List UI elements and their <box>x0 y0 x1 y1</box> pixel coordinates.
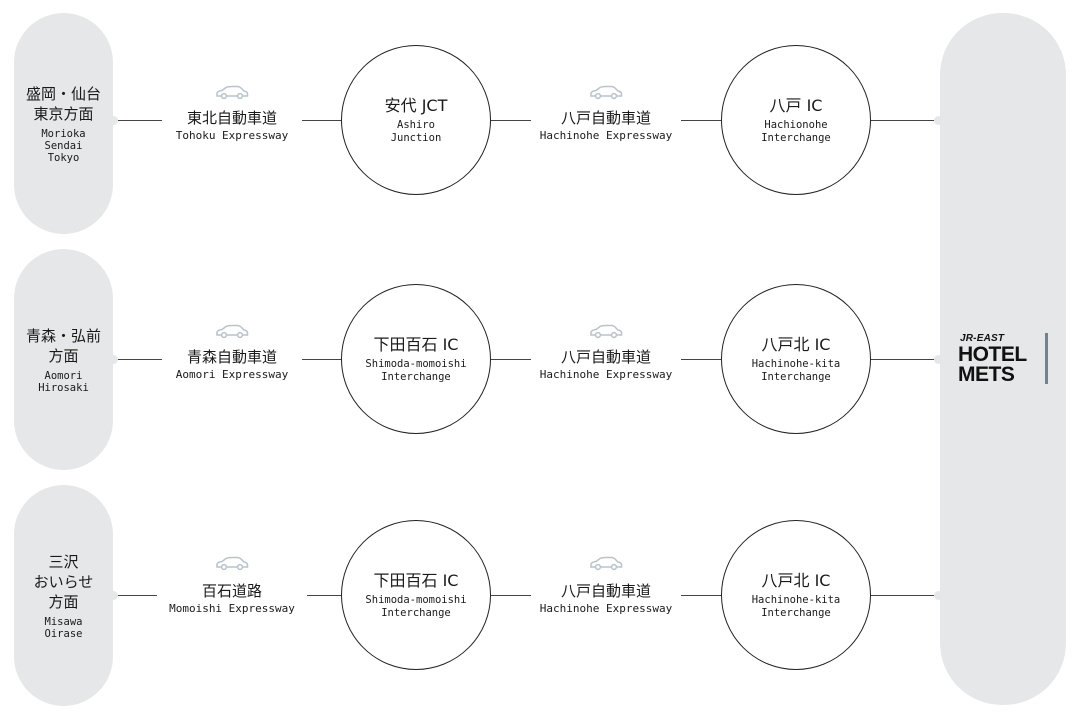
node-name-en: Shimoda-momoishi Interchange <box>365 593 467 619</box>
logo-line-hotel: HOTEL <box>958 343 1027 366</box>
road-name-en: Hachinohe Expressway <box>539 129 673 142</box>
node-name-en: Shimoda-momoishi Interchange <box>365 357 467 383</box>
origin-label-en: Aomori Hirosaki <box>38 369 89 394</box>
connector-dot <box>934 355 943 364</box>
interchange-node: 八戸北 IC Hachinohe-kita Interchange <box>721 520 871 670</box>
origin-label-jp: 青森・弘前 方面 <box>25 326 101 365</box>
interchange-node: 八戸 IC Hachionohe Interchange <box>721 45 871 195</box>
interchange-node: 八戸北 IC Hachinohe-kita Interchange <box>721 284 871 434</box>
road-name-jp: 青森自動車道 <box>186 348 277 366</box>
interchange-node: 下田百石 IC Shimoda-momoishi Interchange <box>341 284 491 434</box>
connector-dot <box>109 355 118 364</box>
hotel-logo: JR-EAST HOTEL METS <box>958 333 1053 387</box>
car-icon <box>590 556 623 571</box>
road-label: 八戸自動車道 Hachinohe Expressway <box>531 582 681 615</box>
car-icon <box>590 85 623 100</box>
car-icon <box>216 556 249 571</box>
car-icon <box>216 324 249 339</box>
origin-label-en: Morioka Sendai Tokyo <box>41 127 86 164</box>
interchange-node: 安代 JCT Ashiro Junction <box>341 45 491 195</box>
node-name-en: Hachionohe Interchange <box>761 118 831 144</box>
origin-label-en: Misawa Oirase <box>44 615 83 640</box>
route-line <box>113 595 940 596</box>
road-name-en: Momoishi Expressway <box>169 602 295 615</box>
road-name-en: Tohoku Expressway <box>175 129 289 142</box>
road-label: 八戸自動車道 Hachinohe Expressway <box>531 348 681 381</box>
connector-dot <box>109 116 118 125</box>
node-name-jp: 下田百石 IC <box>373 570 459 590</box>
node-name-jp: 八戸 IC <box>769 95 823 115</box>
road-label: 百石道路 Momoishi Expressway <box>157 582 307 615</box>
interchange-node: 下田百石 IC Shimoda-momoishi Interchange <box>341 520 491 670</box>
road-label: 青森自動車道 Aomori Expressway <box>162 348 302 381</box>
logo-accent-bar <box>1045 333 1048 384</box>
node-name-jp: 八戸北 IC <box>761 334 831 354</box>
car-icon <box>216 85 249 100</box>
node-name-en: Hachinohe-kita Interchange <box>751 593 841 619</box>
node-name-jp: 下田百石 IC <box>373 334 459 354</box>
route-line <box>113 120 940 121</box>
node-name-jp: 八戸北 IC <box>761 570 831 590</box>
road-label: 八戸自動車道 Hachinohe Expressway <box>531 109 681 142</box>
connector-dot <box>934 591 943 600</box>
logo-brand-small: JR-EAST <box>960 333 1005 344</box>
connector-dot <box>934 116 943 125</box>
road-name-en: Hachinohe Expressway <box>539 368 673 381</box>
node-name-jp: 安代 JCT <box>384 95 448 115</box>
road-name-jp: 東北自動車道 <box>186 109 277 127</box>
route-line <box>113 359 940 360</box>
road-name-jp: 八戸自動車道 <box>560 348 651 366</box>
road-name-jp: 百石道路 <box>201 582 262 600</box>
road-name-jp: 八戸自動車道 <box>560 582 651 600</box>
road-name-en: Aomori Expressway <box>175 368 289 381</box>
connector-dot <box>109 591 118 600</box>
node-name-en: Hachinohe-kita Interchange <box>751 357 841 383</box>
origin-panel: 青森・弘前 方面 Aomori Hirosaki <box>14 249 113 470</box>
road-name-jp: 八戸自動車道 <box>560 109 651 127</box>
road-name-en: Hachinohe Expressway <box>539 602 673 615</box>
logo-line-mets: METS <box>958 363 1015 386</box>
origin-panel: 盛岡・仙台 東京方面 Morioka Sendai Tokyo <box>14 13 113 234</box>
origin-panel: 三沢 おいらせ 方面 Misawa Oirase <box>14 485 113 706</box>
node-name-en: Ashiro Junction <box>390 118 442 144</box>
road-label: 東北自動車道 Tohoku Expressway <box>162 109 302 142</box>
origin-label-jp: 三沢 おいらせ 方面 <box>33 552 94 611</box>
origin-label-jp: 盛岡・仙台 東京方面 <box>25 84 101 123</box>
car-icon <box>590 324 623 339</box>
